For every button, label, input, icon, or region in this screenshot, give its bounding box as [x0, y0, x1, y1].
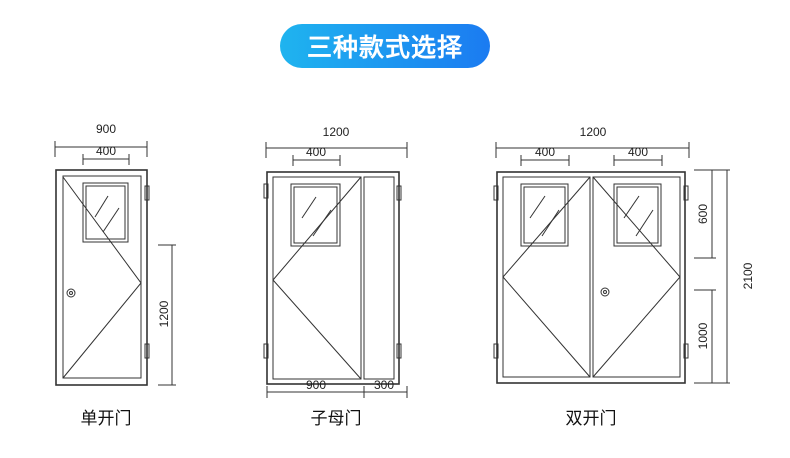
- double-window-right: [613, 183, 662, 247]
- single-hinge-bottom: [144, 343, 150, 359]
- single-hinge-top: [144, 185, 150, 201]
- double-window-left-label: 400: [535, 145, 555, 159]
- mother-side-leaf: [363, 176, 395, 380]
- mother-hinge-right-bottom: [396, 343, 402, 359]
- double-height-dimensions: [694, 169, 730, 384]
- mother-caption: 子母门: [311, 409, 362, 429]
- mother-width-dimension: [265, 142, 408, 158]
- single-width-label: 900: [96, 122, 116, 136]
- mother-window: [290, 183, 341, 247]
- double-width-dimension: [495, 142, 690, 158]
- mother-bottom-dimension: [266, 386, 408, 398]
- mother-main-leaf-label: 900: [306, 378, 326, 392]
- double-caption: 双开门: [566, 409, 617, 429]
- single-window: [82, 182, 129, 243]
- double-right-leaf: [592, 176, 681, 378]
- mother-child-door: 1200 400 900 300 子母门: [263, 125, 408, 429]
- double-window-right-inner: [616, 186, 659, 244]
- mother-hinge-left-top: [263, 183, 269, 199]
- mother-window-label: 400: [306, 145, 326, 159]
- mother-swing-lines: [272, 176, 362, 380]
- double-door: 1200 400 400: [493, 125, 755, 429]
- single-window-dimension: [82, 154, 130, 165]
- mother-main-leaf: [272, 176, 362, 380]
- double-total-height-label: 2100: [741, 262, 755, 289]
- double-hinge-left-bottom: [493, 343, 499, 359]
- single-door: 900 400 1200 单开门: [54, 122, 176, 429]
- double-left-leaf: [502, 176, 591, 378]
- mother-side-leaf-label: 300: [374, 378, 394, 392]
- double-window-left: [520, 183, 569, 247]
- double-width-label: 1200: [580, 125, 607, 139]
- mother-window-dimension: [292, 155, 341, 166]
- double-right-swing-lines: [592, 176, 681, 378]
- double-hinge-right-top: [683, 185, 689, 201]
- double-frame: [496, 171, 686, 384]
- double-window-right-label: 400: [628, 145, 648, 159]
- mother-hinge-right-top: [396, 185, 402, 201]
- mother-frame: [266, 171, 400, 385]
- double-window-height-label: 600: [696, 204, 710, 224]
- single-width-dimension: [54, 141, 148, 157]
- single-height-label: 1200: [157, 300, 171, 327]
- double-window-dimensions: [520, 155, 663, 166]
- double-hinge-left-top: [493, 185, 499, 201]
- double-window-left-inner: [523, 186, 566, 244]
- single-frame: [55, 169, 148, 386]
- single-lock-icon: [66, 288, 76, 298]
- single-window-label: 400: [96, 144, 116, 158]
- single-swing-lines: [62, 176, 142, 379]
- mother-window-inner: [293, 186, 338, 244]
- single-leaf: [62, 175, 142, 379]
- double-left-swing-lines: [502, 176, 591, 378]
- single-height-dimension: [158, 244, 176, 386]
- double-lock-icon: [600, 287, 610, 297]
- single-caption: 单开门: [81, 409, 132, 429]
- title-banner: 三种款式选择: [280, 24, 490, 68]
- double-lower-height-label: 1000: [696, 322, 710, 349]
- mother-width-label: 1200: [323, 125, 350, 139]
- single-window-inner: [85, 185, 126, 240]
- double-hinge-right-bottom: [683, 343, 689, 359]
- mother-hinge-left-bottom: [263, 343, 269, 359]
